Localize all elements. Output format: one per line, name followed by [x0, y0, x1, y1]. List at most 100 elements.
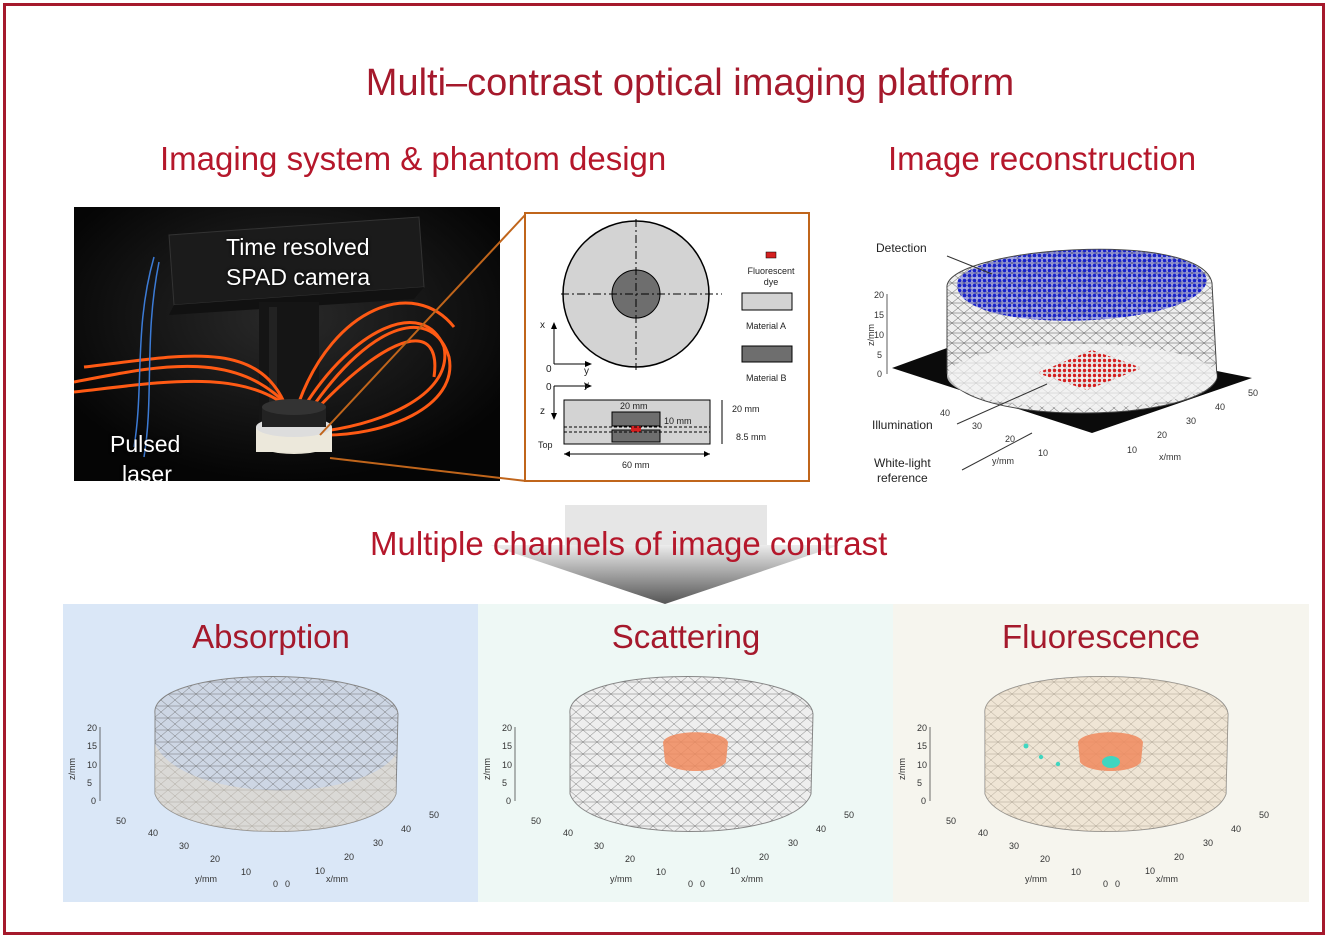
ch2-ytick-20: 20	[1040, 854, 1050, 864]
dim-60mm: 60 mm	[622, 460, 650, 470]
top-label: Top	[538, 440, 553, 450]
ch2-ytick-40: 40	[978, 828, 988, 838]
system-photo: Time resolved SPAD camera Pulsed laser	[74, 207, 500, 481]
ch2-xtick-20: 20	[1174, 852, 1184, 862]
ch0-ytick-0: 0	[273, 879, 278, 889]
axis-z-label: z	[540, 406, 545, 417]
ch1-xtick-10: 10	[730, 866, 740, 876]
ch0-ytick-30: 30	[179, 841, 189, 851]
ch2-xlabel: x/mm	[1156, 874, 1178, 884]
recon-ytick-30: 30	[972, 421, 982, 431]
ch2-ztick-20: 20	[917, 723, 927, 733]
ch2-ztick-5: 5	[917, 778, 922, 788]
ch1-ytick-30: 30	[594, 841, 604, 851]
ch0-ytick-20: 20	[210, 854, 220, 864]
legend-fluorescent-line1: Fluorescent	[747, 266, 795, 276]
ch2-ztick-0: 0	[921, 796, 926, 806]
recon-ylabel: y/mm	[992, 456, 1014, 466]
camera-label-2: SPAD camera	[226, 264, 371, 290]
ch0-ztick-5: 5	[87, 778, 92, 788]
detection-label: Detection	[876, 241, 927, 255]
ch0-ztick-0: 0	[91, 796, 96, 806]
ch2-ztick-10: 10	[917, 760, 927, 770]
recon-ytick-40: 40	[940, 408, 950, 418]
recon-xlabel: x/mm	[1159, 452, 1181, 462]
recon-ztick-10: 10	[874, 330, 884, 340]
ch2-ytick-30: 30	[1009, 841, 1019, 851]
ch0-ztick-15: 15	[87, 741, 97, 751]
ch2-ytick-0: 0	[1103, 879, 1108, 889]
ch1-ytick-10: 10	[656, 867, 666, 877]
ch1-xtick-0: 0	[700, 879, 705, 889]
recon-xtick-50: 50	[1248, 388, 1258, 398]
ch1-xtick-20: 20	[759, 852, 769, 862]
ch1-ztick-0: 0	[506, 796, 511, 806]
ch0-xtick-10: 10	[315, 866, 325, 876]
ch2-xtick-50: 50	[1259, 810, 1269, 820]
phantom-drawing	[551, 219, 793, 457]
ch0-xtick-50: 50	[429, 810, 439, 820]
legend-fluorescent-line2: dye	[763, 277, 779, 287]
recon-ztick-5: 5	[877, 350, 882, 360]
dim-20mm-inner: 20 mm	[620, 401, 648, 411]
ch2-ytick-50: 50	[946, 816, 956, 826]
recon-ztick-0: 0	[877, 369, 882, 379]
ch0-xtick-30: 30	[373, 838, 383, 848]
origin-side-label: 0	[546, 382, 552, 393]
ch1-ytick-40: 40	[563, 828, 573, 838]
white-light-line1: White-light	[874, 456, 931, 470]
recon-ztick-20: 20	[874, 290, 884, 300]
axis-x-label: x	[540, 320, 545, 331]
ch1-ytick-0: 0	[688, 879, 693, 889]
outer-frame	[3, 3, 1325, 935]
axis-y-label-top: y	[584, 366, 589, 377]
recon-ytick-20: 20	[1005, 434, 1015, 444]
recon-ytick-10: 10	[1038, 448, 1048, 458]
dim-8-5mm: 8.5 mm	[736, 432, 767, 442]
legend-material-a: Material A	[746, 321, 787, 331]
ch1-ylabel: y/mm	[610, 874, 632, 884]
ch2-xtick-40: 40	[1231, 824, 1241, 834]
recon-ztick-15: 15	[874, 310, 884, 320]
ch1-ztick-15: 15	[502, 741, 512, 751]
ch2-xtick-30: 30	[1203, 838, 1213, 848]
ch2-ytick-10: 10	[1071, 867, 1081, 877]
ch1-ztick-5: 5	[502, 778, 507, 788]
section-title-channels: Multiple channels of image contrast	[370, 525, 888, 562]
ch1-ytick-20: 20	[625, 854, 635, 864]
illumination-label: Illumination	[872, 418, 933, 432]
ch0-xtick-40: 40	[401, 824, 411, 834]
ch2-ylabel: y/mm	[1025, 874, 1047, 884]
section-title-system: Imaging system & phantom design	[160, 140, 667, 177]
channel-title-absorption: Absorption	[192, 618, 350, 655]
section-title-reconstruction: Image reconstruction	[888, 140, 1197, 177]
ch0-ztick-20: 20	[87, 723, 97, 733]
page-title: Multi–contrast optical imaging platform	[365, 62, 1015, 104]
recon-xtick-30: 30	[1186, 416, 1196, 426]
ch1-xlabel: x/mm	[741, 874, 763, 884]
ch2-xtick-10: 10	[1145, 866, 1155, 876]
ch1-ztick-20: 20	[502, 723, 512, 733]
dim-10mm: 10 mm	[664, 416, 692, 426]
ch1-xtick-40: 40	[816, 824, 826, 834]
ch2-ztick-15: 15	[917, 741, 927, 751]
dim-20mm: 20 mm	[732, 404, 760, 414]
channel-title-fluorescence: Fluorescence	[1001, 618, 1201, 655]
ch0-zlabel: z/mm	[67, 758, 77, 780]
ch0-ytick-40: 40	[148, 828, 158, 838]
legend-material-b: Material B	[746, 373, 787, 383]
ch2-xtick-0: 0	[1115, 879, 1120, 889]
white-light-line2: reference	[876, 471, 928, 485]
ch0-xtick-20: 20	[344, 852, 354, 862]
ch1-xtick-30: 30	[788, 838, 798, 848]
ch0-ytick-10: 10	[241, 867, 251, 877]
ch0-xtick-0: 0	[285, 879, 290, 889]
